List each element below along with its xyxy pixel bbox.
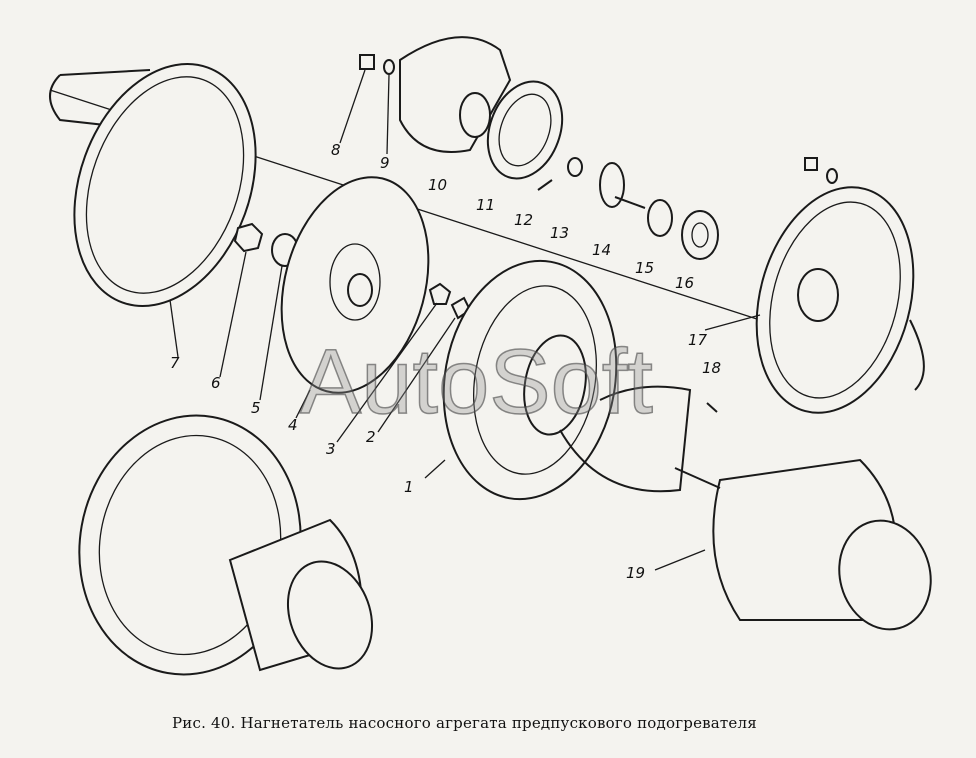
pipe-right [909, 319, 925, 391]
label-19: 19 [626, 564, 646, 582]
label-17: 17 [688, 331, 708, 349]
part-3-nut [428, 282, 452, 305]
label-16: 16 [675, 274, 695, 292]
housing-outlet [559, 385, 692, 493]
label-1: 1 [404, 478, 414, 496]
part-13-bushing [567, 157, 583, 177]
label-15: 15 [635, 259, 655, 277]
part-9-washer [383, 59, 395, 75]
part-11-gasket [486, 80, 564, 180]
label-12: 12 [514, 211, 534, 229]
label-10: 10 [428, 176, 448, 194]
part-8-bolt [359, 54, 375, 70]
label-8: 8 [331, 141, 341, 159]
figure-caption: Рис. 40. Нагнетатель насосного агрегата … [172, 714, 757, 732]
part-15-snap-ring [647, 199, 673, 237]
label-18: 18 [702, 359, 722, 377]
pipe-left [49, 69, 151, 131]
label-14: 14 [592, 241, 612, 259]
part-7-gasket [73, 62, 257, 308]
part-18-key [706, 402, 718, 413]
label-3: 3 [326, 440, 336, 458]
label-13: 13 [550, 224, 570, 242]
label-9: 9 [380, 154, 390, 172]
label-11: 11 [476, 196, 496, 214]
label-5: 5 [251, 399, 261, 417]
label-6: 6 [211, 374, 221, 392]
label-7: 7 [170, 354, 180, 372]
watermark: AutoSoft [299, 330, 653, 434]
part-12-key [537, 179, 553, 191]
part-6-nut [233, 222, 264, 253]
label-4: 4 [288, 416, 298, 434]
part-14-shaft [599, 162, 625, 208]
label-2: 2 [366, 428, 376, 446]
part-16-bearing [681, 210, 719, 260]
